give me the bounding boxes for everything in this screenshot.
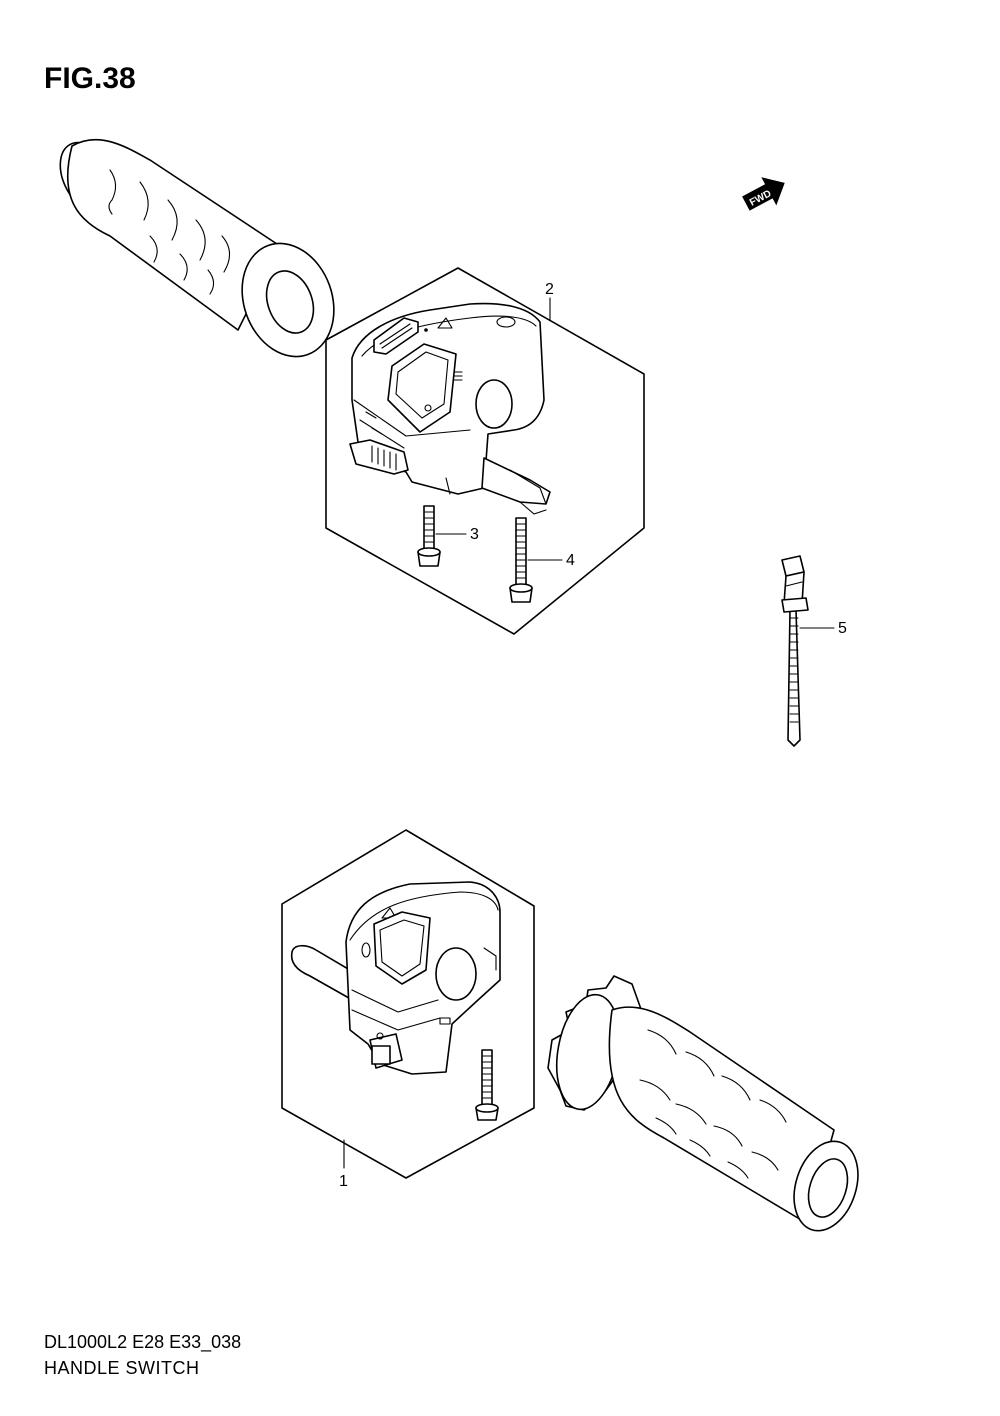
fwd-arrow-icon: FWD (742, 177, 785, 211)
lower-assembly-box (281, 829, 535, 1179)
callout-3: 3 (435, 526, 479, 543)
callout-number: 5 (838, 620, 847, 637)
grip-bottom (547, 975, 859, 1232)
upper-assembly-box (325, 267, 645, 635)
callout-1: 1 (339, 1139, 348, 1190)
model-code: DL1000L2 E28 E33_038 (44, 1332, 242, 1352)
callout-number: 2 (545, 281, 554, 298)
cable-tie (781, 555, 809, 747)
screw-lower (475, 1049, 499, 1121)
screw-long (509, 517, 533, 603)
left-handle-switch (290, 881, 501, 1075)
callout-2: 2 (545, 281, 554, 321)
callout-4: 4 (527, 552, 575, 569)
section-name: HANDLE SWITCH (44, 1358, 200, 1378)
figure-title: FIG.38 (44, 62, 136, 95)
callout-5: 5 (799, 620, 847, 637)
callout-number: 3 (470, 526, 479, 543)
screw-short (417, 505, 441, 567)
callout-number: 1 (339, 1173, 348, 1190)
callout-number: 4 (566, 552, 575, 569)
right-handle-switch (349, 302, 551, 515)
grip-top (59, 138, 335, 358)
